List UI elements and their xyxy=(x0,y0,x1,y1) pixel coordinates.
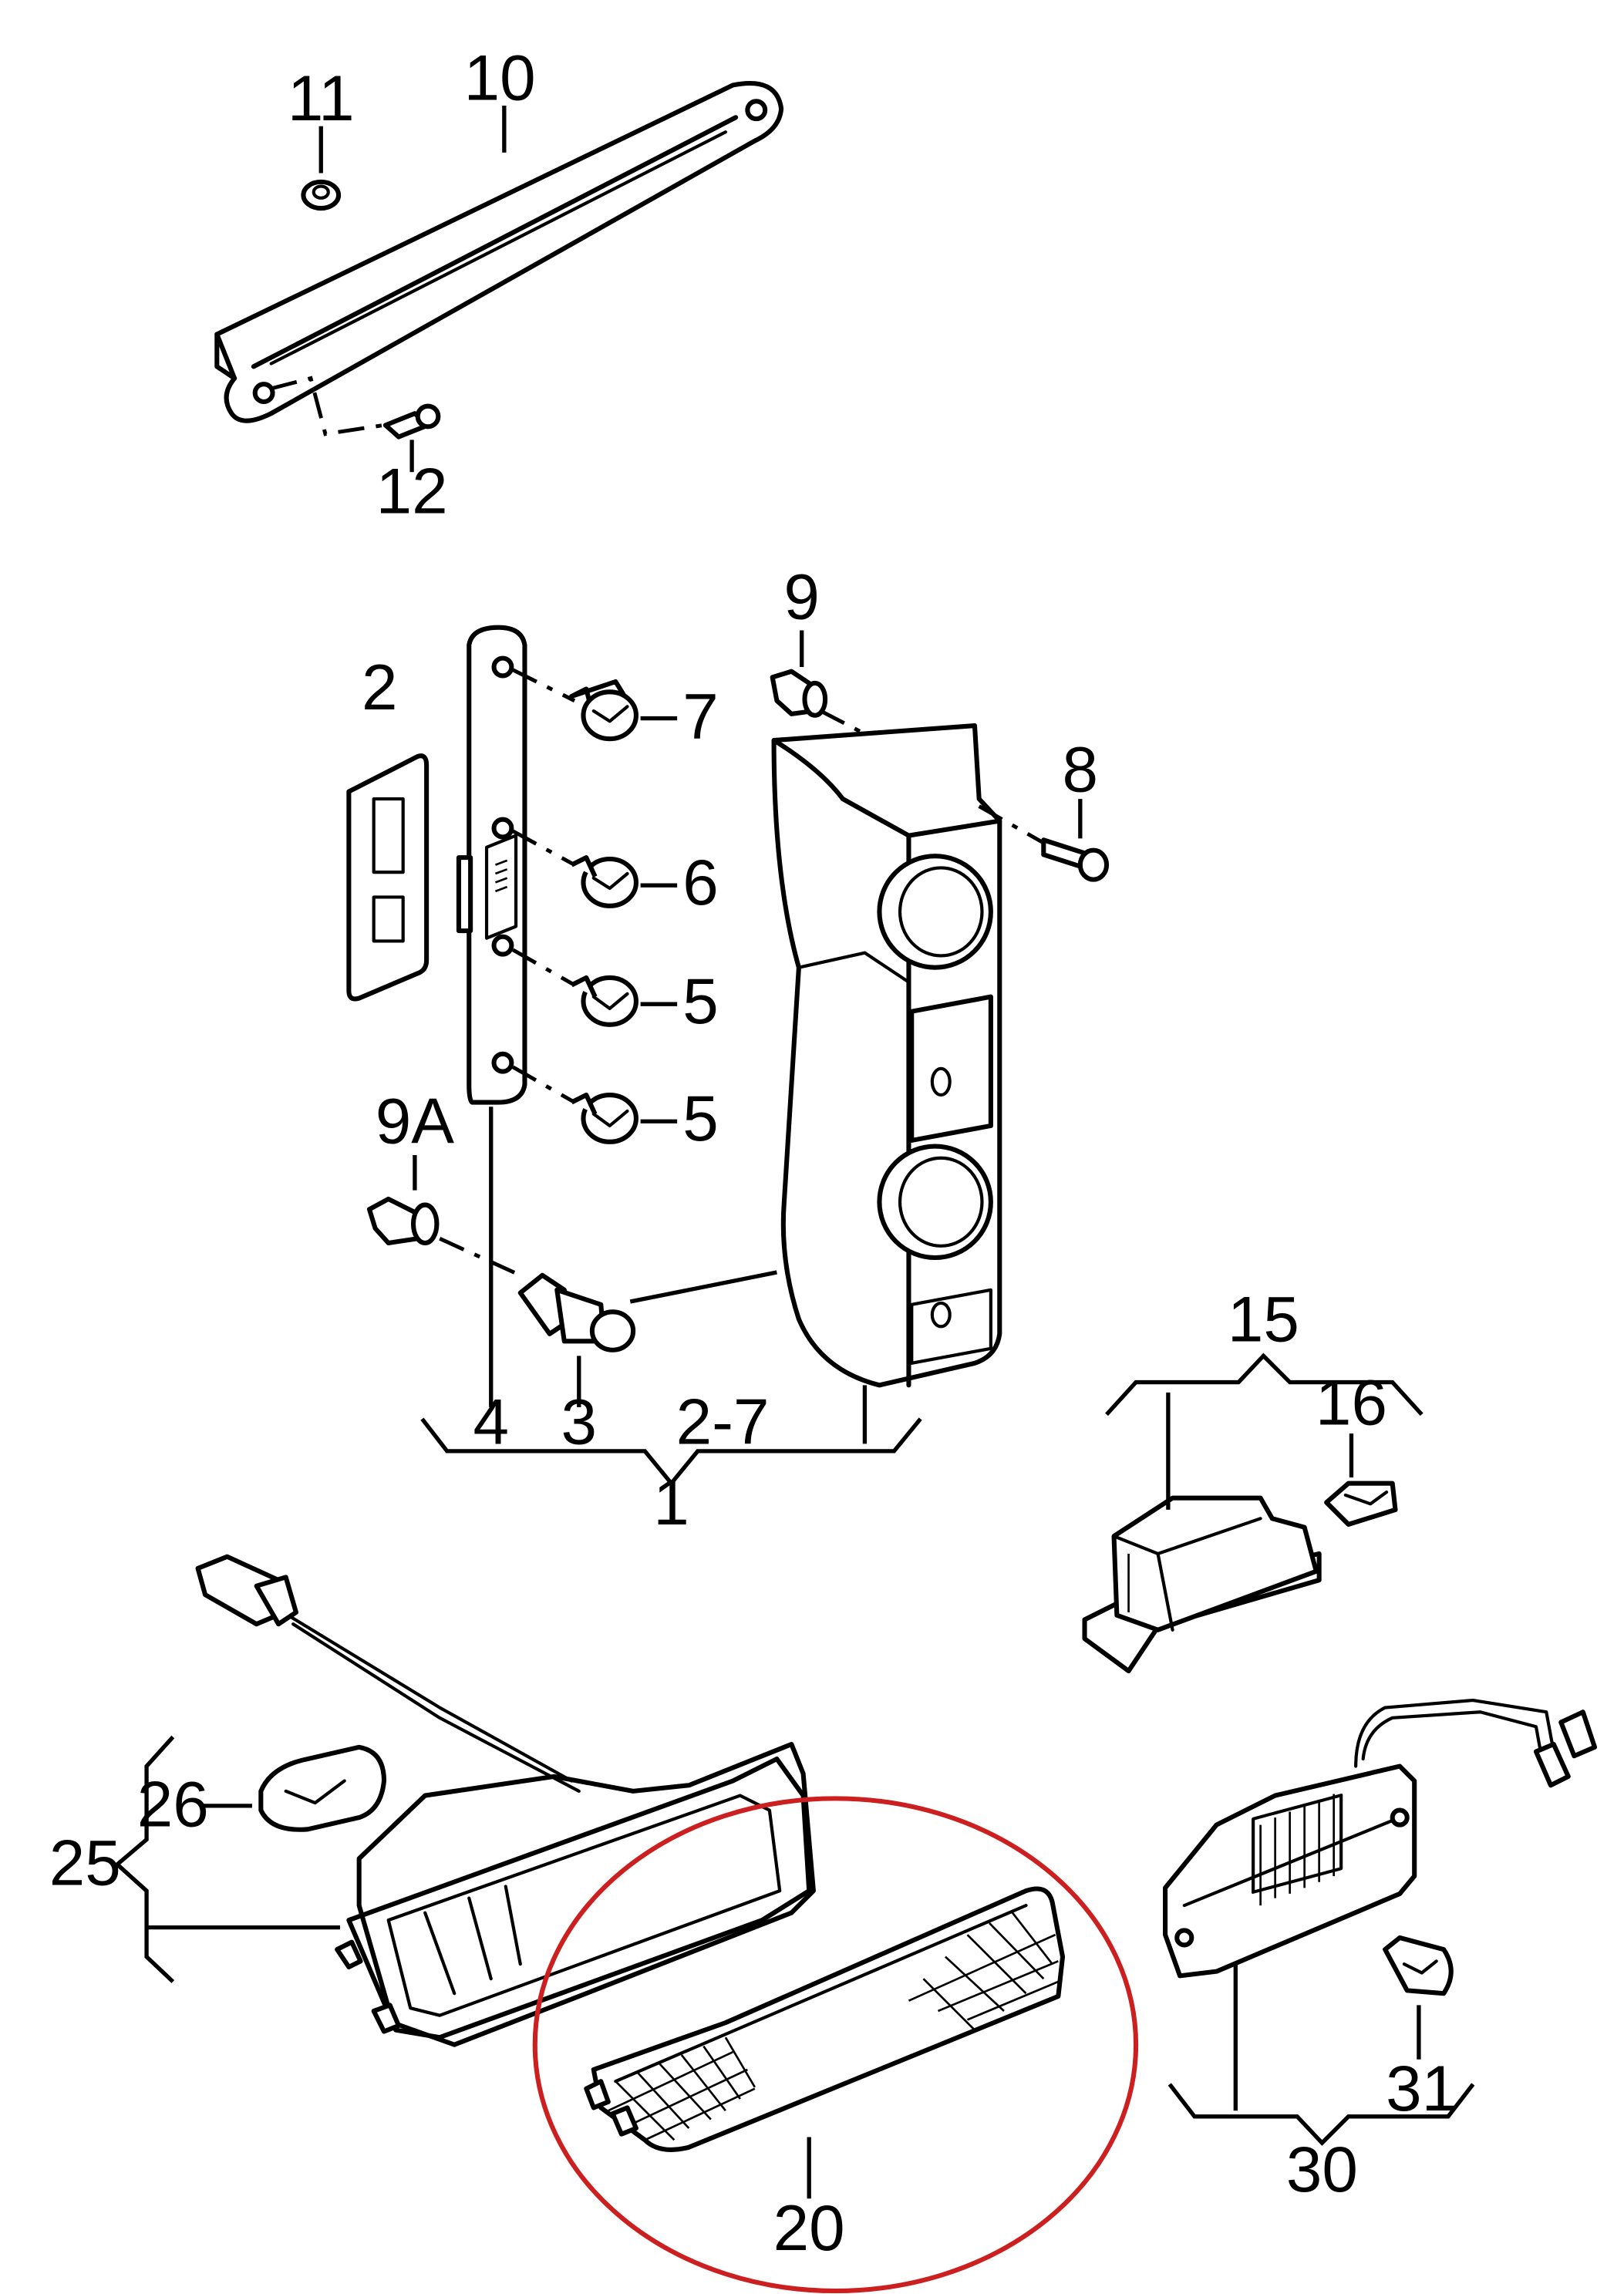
tail-light-housing[interactable] xyxy=(771,723,1002,1388)
screw-8[interactable] xyxy=(1041,837,1110,882)
callout-5-lower: 5 xyxy=(682,1082,719,1154)
callout-2-7: 2-7 xyxy=(676,1385,770,1457)
bulb-31[interactable] xyxy=(1383,1935,1454,1996)
side-marker-lamp[interactable] xyxy=(1163,1763,1417,1979)
callout-9: 9 xyxy=(783,560,820,632)
bulb-5-lower[interactable] xyxy=(570,1092,638,1144)
indicator-lens[interactable] xyxy=(584,1886,1066,2152)
bulb-16[interactable] xyxy=(1324,1480,1398,1527)
bulb-7[interactable] xyxy=(569,679,638,742)
callout-6: 6 xyxy=(682,846,719,918)
callout-15: 15 xyxy=(1228,1282,1299,1355)
callout-11: 11 xyxy=(288,62,355,134)
bulb-26[interactable] xyxy=(258,1744,387,1832)
callout-5-upper: 5 xyxy=(682,965,719,1037)
bulb-3[interactable] xyxy=(517,1272,636,1352)
callout-10: 10 xyxy=(464,41,536,113)
callout-9A: 9A xyxy=(376,1085,455,1157)
third-brake-light[interactable] xyxy=(214,80,784,423)
indicator-cable[interactable] xyxy=(195,1554,581,1793)
bulb-holder[interactable] xyxy=(456,625,527,1105)
callout-31: 31 xyxy=(1386,2052,1457,2124)
side-marker-cable[interactable] xyxy=(1354,1698,1598,1788)
callout-16: 16 xyxy=(1316,1366,1387,1439)
callout-12: 12 xyxy=(376,454,448,527)
callout-30: 30 xyxy=(1286,2133,1358,2205)
callout-26: 26 xyxy=(137,1767,209,1840)
bulb-6[interactable] xyxy=(570,855,638,908)
sealing-gasket[interactable] xyxy=(346,753,430,1002)
screw[interactable] xyxy=(382,403,441,440)
callout-2: 2 xyxy=(362,651,398,723)
highlight-circle xyxy=(532,1796,1139,2294)
callout-20: 20 xyxy=(773,2191,845,2264)
expanding-nut-9A[interactable] xyxy=(366,1196,440,1246)
callout-3: 3 xyxy=(561,1385,598,1457)
callout-8: 8 xyxy=(1063,733,1099,806)
nut[interactable] xyxy=(301,179,342,211)
license-plate-light[interactable] xyxy=(1082,1495,1322,1674)
callout-4: 4 xyxy=(473,1385,509,1457)
expanding-nut-9[interactable] xyxy=(770,669,828,718)
bulb-5-upper[interactable] xyxy=(570,975,638,1027)
callout-25: 25 xyxy=(49,1827,121,1899)
callout-1: 1 xyxy=(653,1466,689,1538)
callout-7: 7 xyxy=(682,680,719,753)
